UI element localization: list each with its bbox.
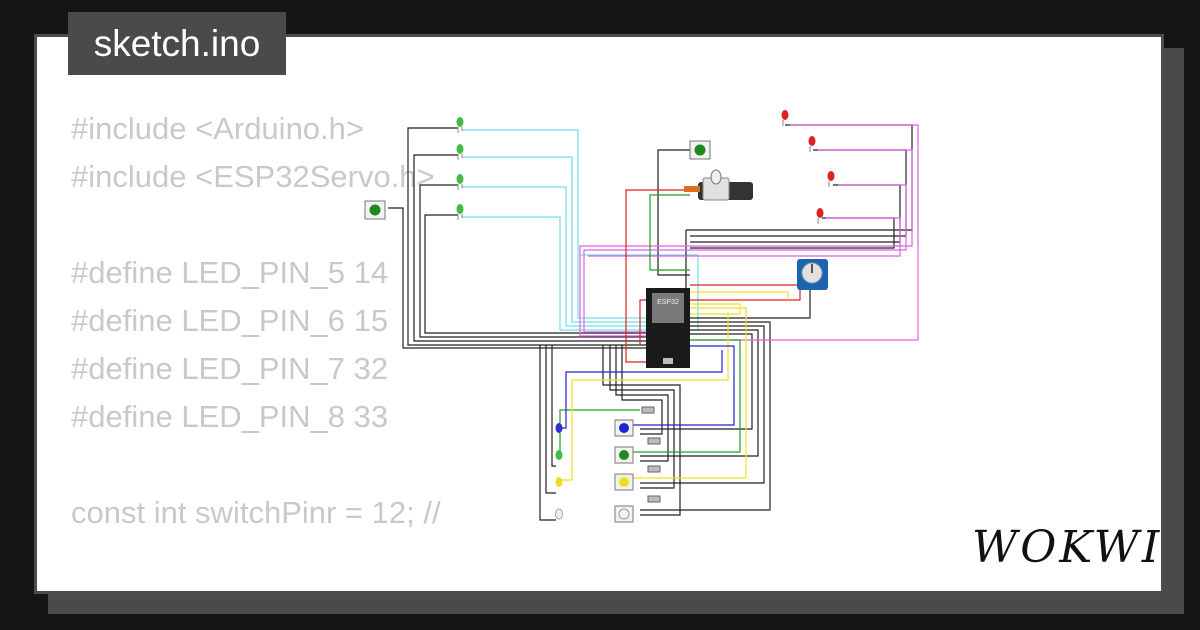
green-led [555,450,563,460]
green-led [456,204,464,220]
green-wires [559,194,741,455]
red-led [827,171,835,187]
code-line: #define LED_PIN_8 33 [71,399,389,434]
red-wires [625,189,801,363]
push-button [614,473,634,491]
wokwi-logo: WOKWI [972,522,1163,573]
slide-switch [647,495,661,503]
yellow-led [555,477,563,487]
slide-switch-group [641,406,661,503]
slide-switch [647,465,661,473]
red-led [781,110,789,126]
push-button [614,446,634,464]
black-wires [388,124,913,521]
code-line: #define LED_PIN_6 15 [71,303,389,338]
bottom-button-group [614,419,634,523]
push-button [364,200,386,220]
code-preview: #include <Arduino.h> #include <ESP32Servo… [71,105,654,591]
green-led [456,117,464,133]
code-line: #include <ESP32Servo.h> [71,159,435,194]
esp32-label: ESP32 [657,299,679,306]
servo-motor [684,169,753,201]
green-led-group [456,117,464,220]
potentiometer [797,259,828,290]
yellow-wires [562,291,789,481]
push-button [614,419,634,437]
green-led [456,144,464,160]
blue-led [555,423,563,433]
slide-switch [647,437,661,445]
white-led [555,508,563,520]
filename-tab: sketch.ino [68,12,286,75]
magenta-wires [579,124,919,341]
code-line: #define LED_PIN_7 32 [71,351,389,386]
esp32-board: ESP32 [646,288,690,368]
slide-switch [641,406,655,414]
red-led [808,136,816,152]
red-led-group [781,110,835,224]
green-led [456,174,464,190]
red-led [816,208,824,224]
blue-wires [562,345,735,429]
code-line: const int switchPinr = 12; // [71,495,441,530]
code-line: #define LED_PIN_5 14 [71,255,389,290]
preview-card: #include <Arduino.h> #include <ESP32Servo… [34,34,1164,594]
bottom-led-group [555,423,563,520]
push-button [614,505,634,523]
code-line: #include <Arduino.h> [71,111,365,146]
push-button [689,140,711,160]
